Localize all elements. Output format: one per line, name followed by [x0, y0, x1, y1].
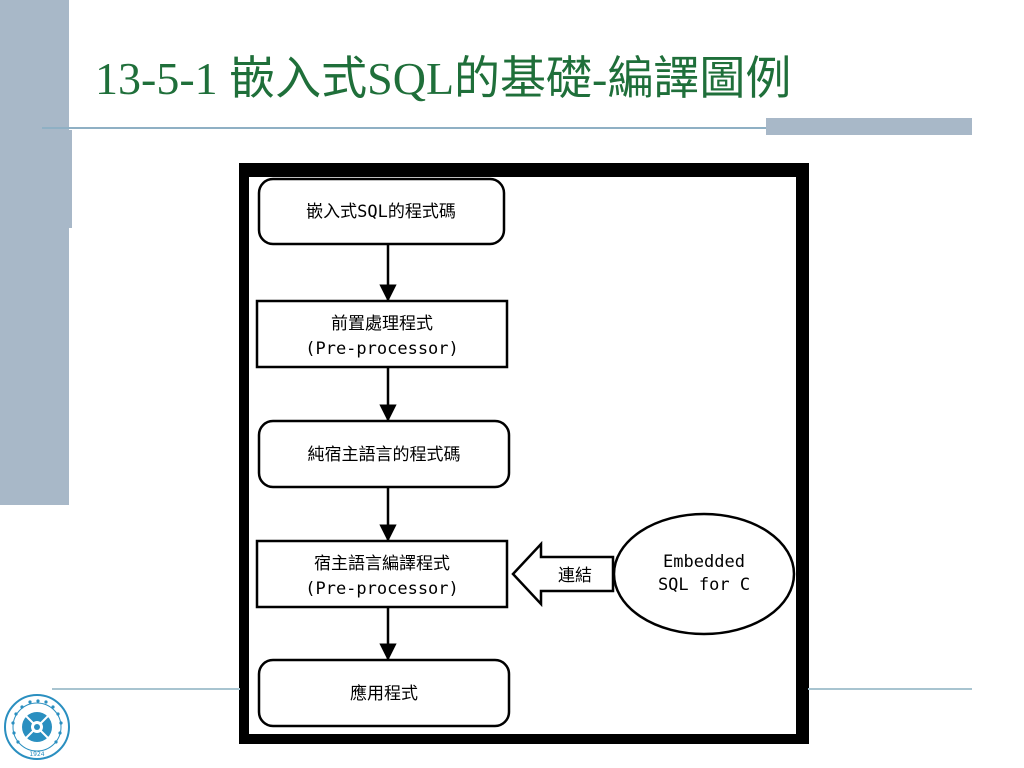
step-host-compiler-sublabel: (Pre-processor) — [305, 579, 459, 599]
title-underline-accent — [766, 118, 972, 135]
library-label-line2: SQL for C — [658, 575, 750, 595]
step-host-compiler-label: 宿主語言編譯程式 — [314, 554, 450, 574]
embedded-sql-library-ellipse — [612, 512, 796, 636]
university-seal-icon: 1924 — [4, 694, 70, 760]
compile-flow-diagram: 嵌入式SQL的程式碼 前置處理程式 (Pre-processor) 純宿主語言的… — [255, 177, 796, 728]
link-label: 連結 — [558, 566, 592, 586]
step-application-label: 應用程式 — [350, 683, 418, 704]
footer-rule-left — [52, 688, 240, 690]
diagram-frame: 嵌入式SQL的程式碼 前置處理程式 (Pre-processor) 純宿主語言的… — [239, 163, 809, 744]
left-decor-accent — [69, 130, 72, 228]
left-decor-bar — [0, 0, 69, 505]
footer-rule-right — [808, 688, 972, 690]
title-underline — [42, 127, 972, 129]
library-label-line1: Embedded — [663, 552, 745, 572]
step-embedded-sql-source-label: 嵌入式SQL的程式碼 — [306, 202, 456, 222]
step-preprocessor-sublabel: (Pre-processor) — [305, 339, 459, 359]
diagram-canvas: 嵌入式SQL的程式碼 前置處理程式 (Pre-processor) 純宿主語言的… — [249, 177, 796, 734]
seal-year: 1924 — [29, 751, 44, 758]
step-preprocessor-label: 前置處理程式 — [331, 314, 433, 334]
step-pure-host-source-box — [257, 419, 511, 489]
slide-title: 13-5-1 嵌入式SQL的基礎-編譯圖例 — [95, 53, 792, 104]
step-preprocessor-box — [255, 299, 509, 369]
step-pure-host-source-label: 純宿主語言的程式碼 — [308, 445, 461, 465]
step-host-compiler-box — [255, 539, 509, 609]
step-embedded-sql-source-box — [257, 177, 506, 246]
step-application-box — [257, 658, 511, 728]
